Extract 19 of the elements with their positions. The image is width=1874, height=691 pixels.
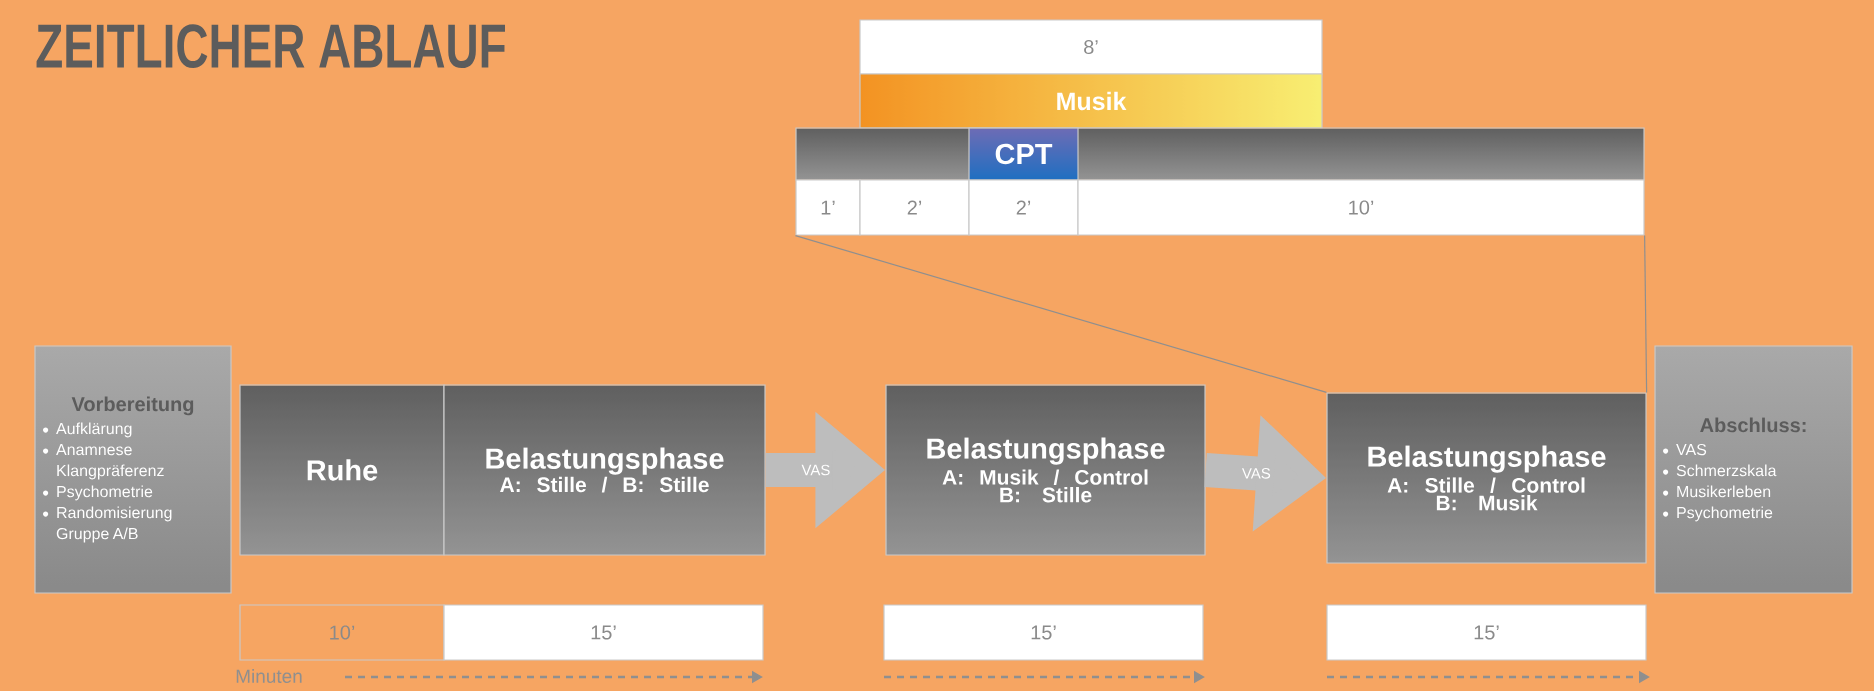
phase-box: Belastungsphase A: Stille / B: Stille [443, 384, 766, 556]
duration-cell: 1’ [795, 179, 861, 236]
duration-cell: 10’ [239, 604, 445, 661]
duration-cell: 8’ [859, 19, 1323, 75]
phase-box: Belastungsphase A: Musik / Control B: Stille [885, 384, 1206, 556]
duration-cell: 15’ [883, 604, 1204, 661]
title: ZEITLICHER ABLAUF [36, 24, 505, 69]
info-box: Vorbereitung Aufklärung Anamnese Klangpräferenz Psychometrie Randomisierung Gruppe A/B [34, 345, 232, 594]
duration-cell: 2’ [859, 179, 970, 236]
leader-line [1644, 235, 1648, 393]
duration-cell: 2’ [968, 179, 1079, 236]
phase-box: Belastungsphase A: Stille / Control B: Musik [1326, 392, 1647, 564]
phase-box: Ruhe [239, 384, 445, 556]
info-box: Abschluss: VAS Schmerzskala Musikerleben Psychometrie [1654, 345, 1853, 594]
edge-label: VAS [1240, 467, 1272, 480]
test-box: CPT [968, 127, 1079, 181]
duration-cell: 15’ [443, 604, 764, 661]
duration-cell: 15’ [1326, 604, 1647, 661]
leader-line [794, 235, 1327, 393]
